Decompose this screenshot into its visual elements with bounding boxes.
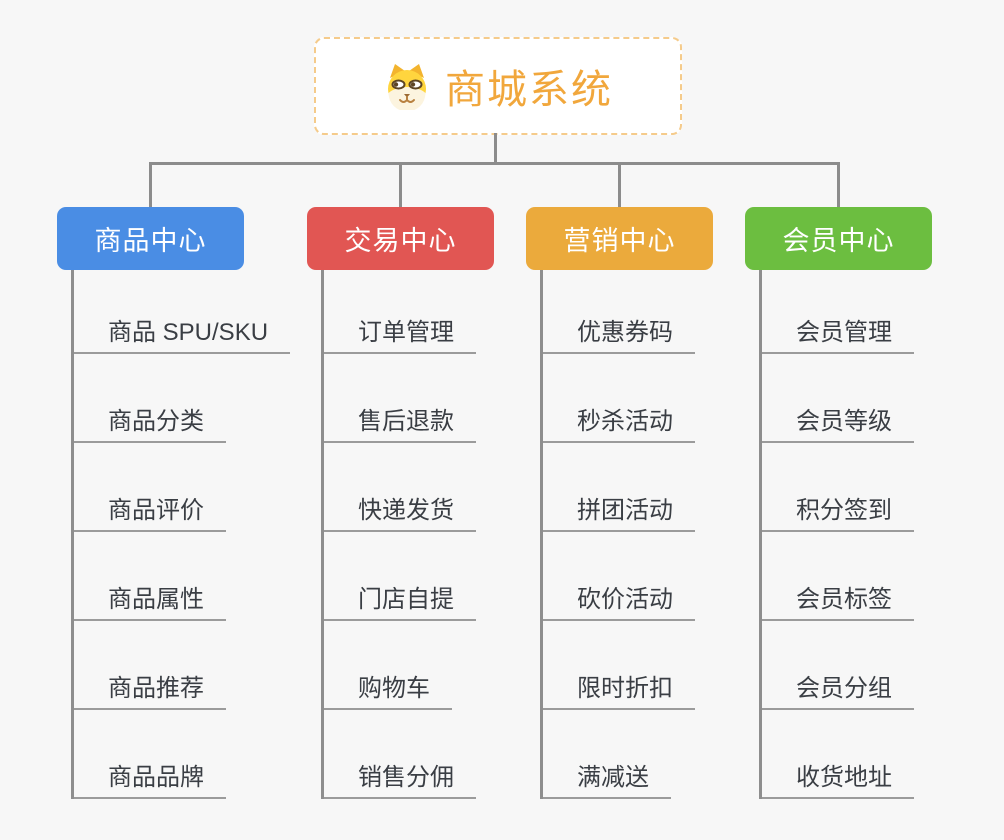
- leaf-node[interactable]: 商品属性: [74, 583, 226, 621]
- branch-children-trade: 订单管理 售后退款 快递发货 门店自提 购物车 销售分佣: [321, 270, 584, 799]
- branch-node-product-center[interactable]: 商品中心: [57, 207, 244, 270]
- leaf-node[interactable]: 收货地址: [762, 761, 914, 799]
- leaf-node[interactable]: 商品 SPU/SKU: [74, 316, 291, 354]
- leaf-node[interactable]: 商品推荐: [74, 672, 226, 710]
- leaf-node[interactable]: 销售分佣: [324, 761, 476, 799]
- leaf-node[interactable]: 会员分组: [762, 672, 914, 710]
- branch-children-member: 会员管理 会员等级 积分签到 会员标签 会员分组 收货地址: [759, 270, 1004, 799]
- leaf-node[interactable]: 会员标签: [762, 583, 914, 621]
- connector-root-stem: [494, 133, 497, 164]
- leaf-node[interactable]: 砍价活动: [543, 583, 695, 621]
- branch-children-product: 商品 SPU/SKU 商品分类 商品评价 商品属性 商品推荐 商品品牌: [71, 270, 334, 799]
- leaf-node[interactable]: 限时折扣: [543, 672, 695, 710]
- root-node[interactable]: 商城系统: [314, 37, 682, 135]
- leaf-node[interactable]: 快递发货: [324, 494, 476, 532]
- leaf-node[interactable]: 秒杀活动: [543, 405, 695, 443]
- connector-drop-product: [149, 162, 152, 208]
- leaf-node[interactable]: 售后退款: [324, 405, 476, 443]
- leaf-node[interactable]: 会员管理: [762, 316, 914, 354]
- branch-children-marketing: 优惠券码 秒杀活动 拼团活动 砍价活动 限时折扣 满减送: [540, 270, 803, 799]
- branch-node-member-center[interactable]: 会员中心: [745, 207, 932, 270]
- branch-node-trade-center[interactable]: 交易中心: [307, 207, 494, 270]
- root-title: 商城系统: [445, 68, 613, 112]
- leaf-node[interactable]: 拼团活动: [543, 494, 695, 532]
- connector-drop-trade: [399, 162, 402, 208]
- leaf-node[interactable]: 门店自提: [324, 583, 476, 621]
- dog-face-icon: [383, 62, 431, 112]
- leaf-node[interactable]: 满减送: [543, 761, 671, 799]
- leaf-node[interactable]: 购物车: [324, 672, 452, 710]
- leaf-node[interactable]: 会员等级: [762, 405, 914, 443]
- leaf-node[interactable]: 优惠券码: [543, 316, 695, 354]
- connector-horizontal-bar: [149, 162, 840, 165]
- leaf-node[interactable]: 商品评价: [74, 494, 226, 532]
- branch-node-marketing-center[interactable]: 营销中心: [526, 207, 713, 270]
- leaf-node[interactable]: 商品品牌: [74, 761, 226, 799]
- connector-drop-member: [837, 162, 840, 208]
- connector-drop-marketing: [618, 162, 621, 208]
- leaf-node[interactable]: 订单管理: [324, 316, 476, 354]
- leaf-node[interactable]: 商品分类: [74, 405, 226, 443]
- leaf-node[interactable]: 积分签到: [762, 494, 914, 532]
